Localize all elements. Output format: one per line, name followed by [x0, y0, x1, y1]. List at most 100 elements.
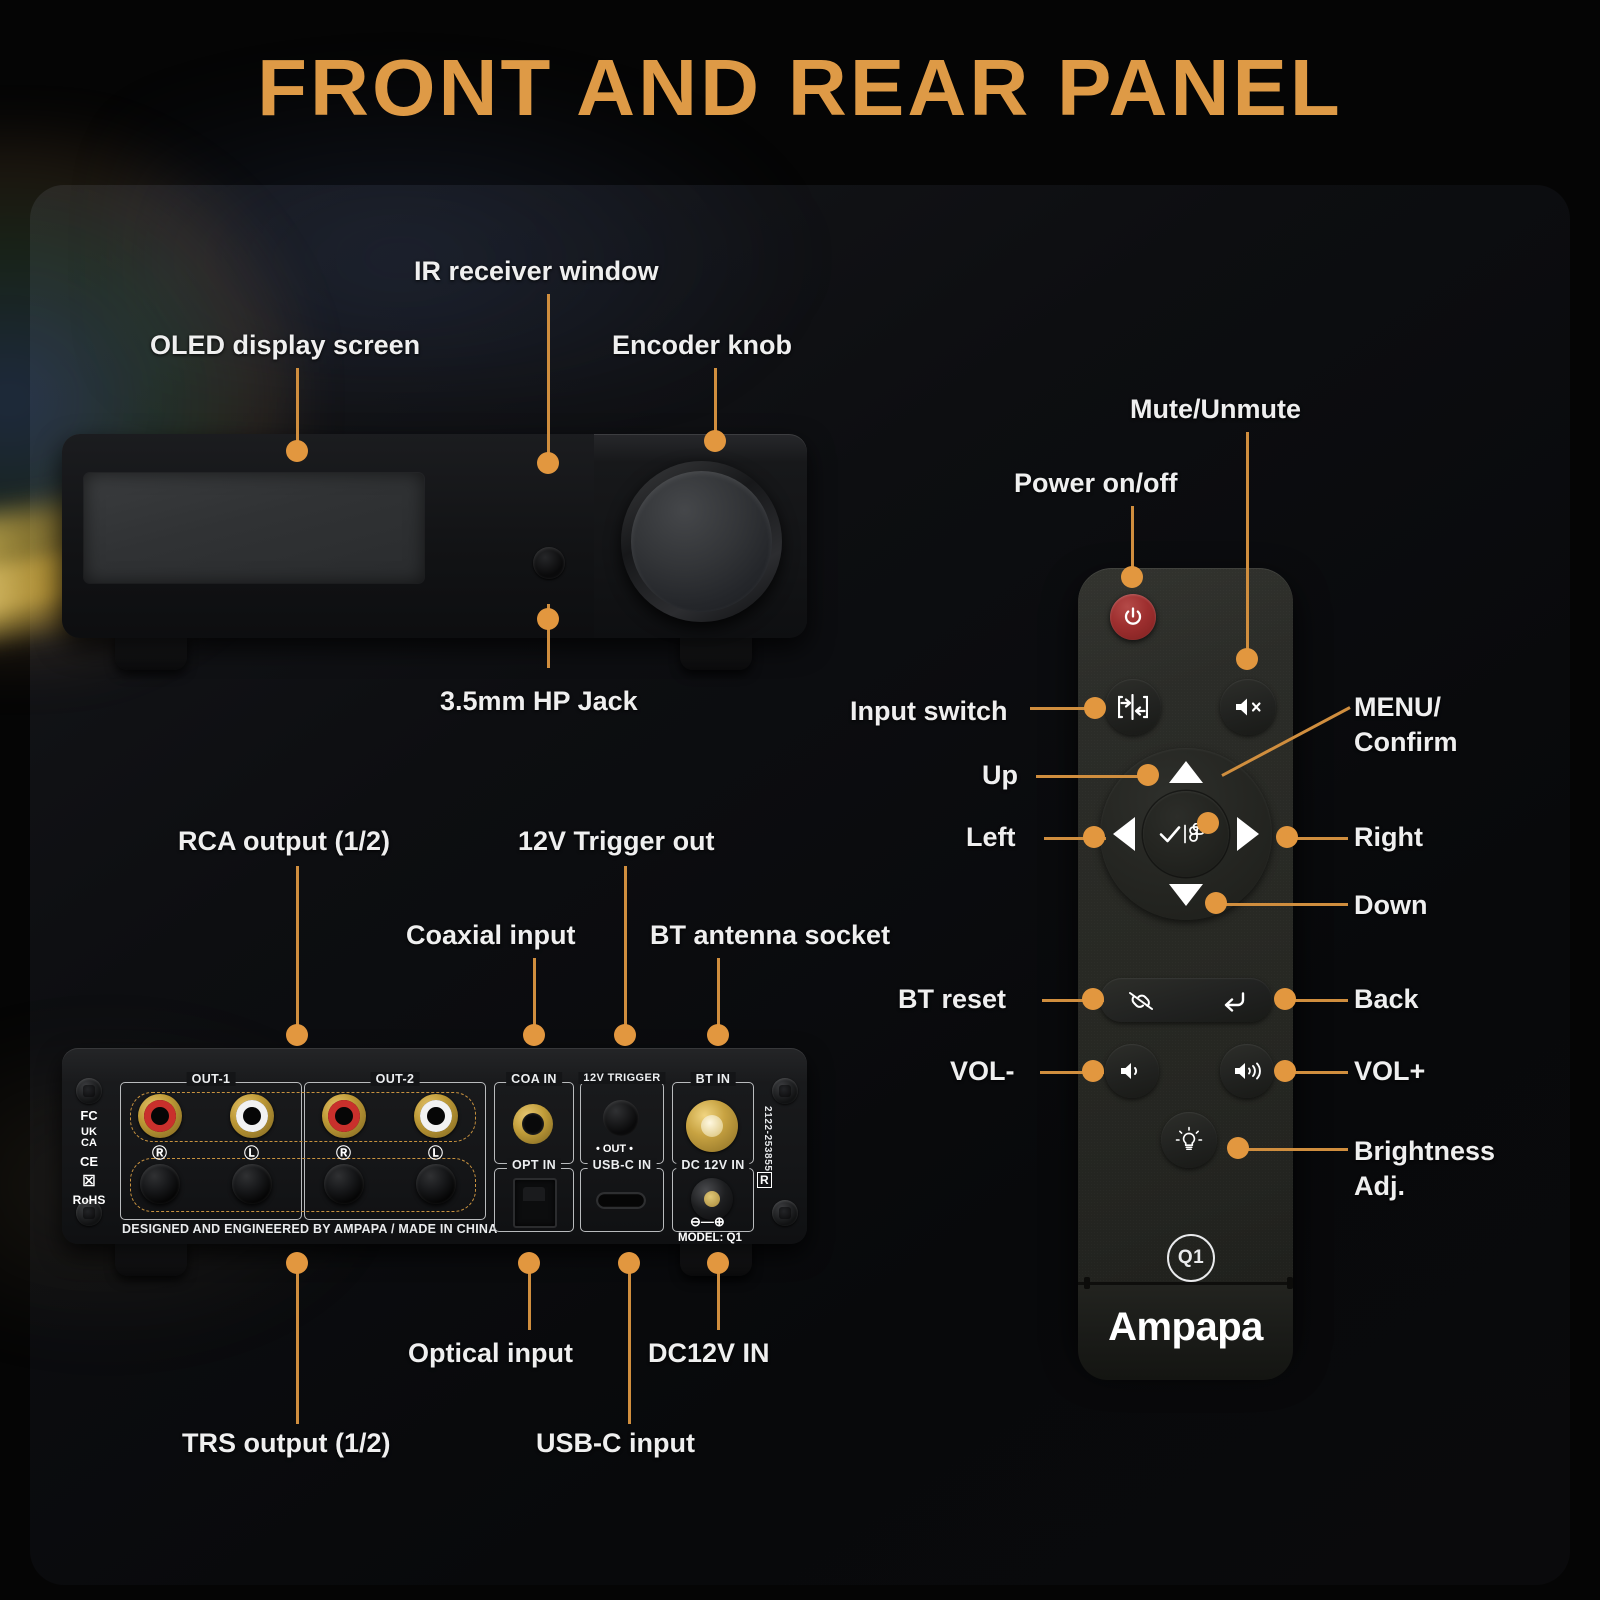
rear-foot-left	[115, 1240, 187, 1276]
left-button[interactable]	[1113, 817, 1135, 851]
callout-label-up: Up	[982, 760, 1018, 790]
callout-label-mute: Mute/Unmute	[1130, 394, 1301, 424]
fc-mark: FC	[80, 1108, 98, 1123]
trs-out1-right[interactable]	[140, 1164, 180, 1204]
screw-bottom-right	[772, 1200, 798, 1226]
callout-line-optical	[528, 1262, 531, 1330]
front-foot-right	[680, 634, 752, 670]
usbc-in-port-group: USB-C IN	[580, 1158, 664, 1232]
callout-dot-trigger	[614, 1024, 636, 1046]
rca-out1-right[interactable]	[138, 1094, 182, 1138]
r-mark-icon: R	[757, 1172, 772, 1188]
callout-dot-trs-output	[286, 1252, 308, 1274]
power-icon	[1124, 607, 1142, 625]
callout-line-trs-output	[296, 1262, 299, 1424]
callout-label-trs-output: TRS output (1/2)	[182, 1428, 391, 1458]
mute-button[interactable]	[1220, 679, 1276, 735]
callout-dot-left	[1083, 826, 1105, 848]
down-button[interactable]	[1169, 884, 1203, 906]
optical-input-port[interactable]	[513, 1178, 557, 1228]
rca-out2-left-label: Ⓛ	[428, 1145, 444, 1162]
rca-dashed-outline	[130, 1092, 476, 1142]
vol-up-button[interactable]	[1220, 1044, 1274, 1098]
brightness-button[interactable]	[1161, 1112, 1217, 1168]
dc12v-input-jack[interactable]	[691, 1178, 733, 1220]
callout-label-down: Down	[1354, 890, 1428, 920]
callout-dot-brightness	[1227, 1137, 1249, 1159]
power-button[interactable]	[1110, 594, 1156, 640]
trigger-out-jack[interactable]	[603, 1100, 639, 1136]
callout-dot-vol-up	[1274, 1060, 1296, 1082]
back-button[interactable]	[1220, 989, 1250, 1013]
callout-line-right	[1282, 837, 1348, 840]
rca-out2-right[interactable]	[322, 1094, 366, 1138]
callout-label-coaxial: Coaxial input	[406, 920, 576, 950]
background-card	[30, 185, 1570, 1585]
callout-line-back	[1290, 999, 1348, 1002]
callout-dot-vol-down	[1082, 1060, 1104, 1082]
usb-c-input-port[interactable]	[596, 1192, 646, 1209]
trigger-out-sublabel: • OUT •	[596, 1143, 634, 1155]
callout-label-input-switch: Input switch	[850, 696, 1008, 726]
callout-line-encoder	[714, 368, 717, 444]
callout-line-power	[1131, 506, 1134, 572]
broken-link-icon	[1129, 992, 1153, 1010]
callout-dot-mute	[1236, 648, 1258, 670]
callout-dot-hp-jack	[537, 608, 559, 630]
callout-dot-back	[1274, 988, 1296, 1010]
certification-code: 2122-253855	[762, 1106, 773, 1172]
rca-out2-left[interactable]	[414, 1094, 458, 1138]
callout-dot-input-switch	[1084, 697, 1106, 719]
up-button[interactable]	[1169, 761, 1203, 783]
input-switch-button[interactable]	[1105, 679, 1161, 735]
speaker-low-icon	[1121, 1063, 1138, 1079]
callout-label-left: Left	[966, 822, 1016, 852]
remote-control-lower-body	[1078, 1282, 1293, 1380]
callout-dot-encoder	[704, 430, 726, 452]
screw-top-right	[772, 1078, 798, 1104]
remote-brand-logo: Ampapa	[1108, 1305, 1263, 1349]
callout-label-optical: Optical input	[408, 1338, 573, 1368]
callout-label-right: Right	[1354, 822, 1423, 852]
encoder-knob-face[interactable]	[631, 471, 772, 612]
rca-out1-right-label: Ⓡ	[152, 1145, 168, 1162]
callout-label-rca-output: RCA output (1/2)	[178, 826, 390, 856]
callout-label-bt-reset: BT reset	[898, 984, 1007, 1014]
model-label: MODEL: Q1	[678, 1232, 742, 1244]
callout-line-ir	[547, 294, 550, 464]
callout-dot-ir	[537, 452, 559, 474]
rca-out1-left[interactable]	[230, 1094, 274, 1138]
callout-label-power: Power on/off	[1014, 468, 1178, 498]
callout-line-vol-down	[1040, 1071, 1104, 1074]
rca-out1-left-label: Ⓛ	[244, 1145, 260, 1162]
callout-label-menu-confirm: MENU/Confirm	[1354, 692, 1458, 757]
callout-label-vol-up: VOL+	[1354, 1056, 1426, 1086]
rear-footer-text: DESIGNED AND ENGINEERED BY AMPAPA / MADE…	[122, 1222, 498, 1236]
bt-antenna-socket-jack[interactable]	[686, 1100, 738, 1152]
callout-line-dc12v	[717, 1262, 720, 1330]
right-button[interactable]	[1237, 817, 1259, 851]
callout-line-up	[1036, 775, 1144, 778]
mute-speaker-icon	[1236, 698, 1261, 716]
callout-line-down	[1222, 903, 1348, 906]
rohs-mark: RoHS	[72, 1193, 106, 1208]
callout-dot-menu-confirm	[1197, 812, 1219, 834]
callout-label-usbc: USB-C input	[536, 1428, 695, 1458]
trigger-label: 12V TRIGGER	[578, 1072, 666, 1084]
dc-polarity-icon: ⊖—⊕	[690, 1214, 725, 1229]
menu-confirm-button[interactable]	[1143, 791, 1229, 877]
callout-dot-up	[1137, 764, 1159, 786]
vol-down-button[interactable]	[1105, 1044, 1159, 1098]
callout-label-bt-antenna: BT antenna socket	[650, 920, 891, 950]
trs-out2-left[interactable]	[416, 1164, 456, 1204]
rca-out2-right-label: Ⓡ	[336, 1145, 352, 1162]
trs-out2-right[interactable]	[324, 1164, 364, 1204]
trs-out1-left[interactable]	[232, 1164, 272, 1204]
coaxial-input-jack[interactable]	[513, 1104, 553, 1144]
light-bulb-icon	[1175, 1126, 1203, 1150]
bt-reset-button[interactable]	[1126, 989, 1156, 1013]
input-switch-icon	[1118, 694, 1148, 720]
